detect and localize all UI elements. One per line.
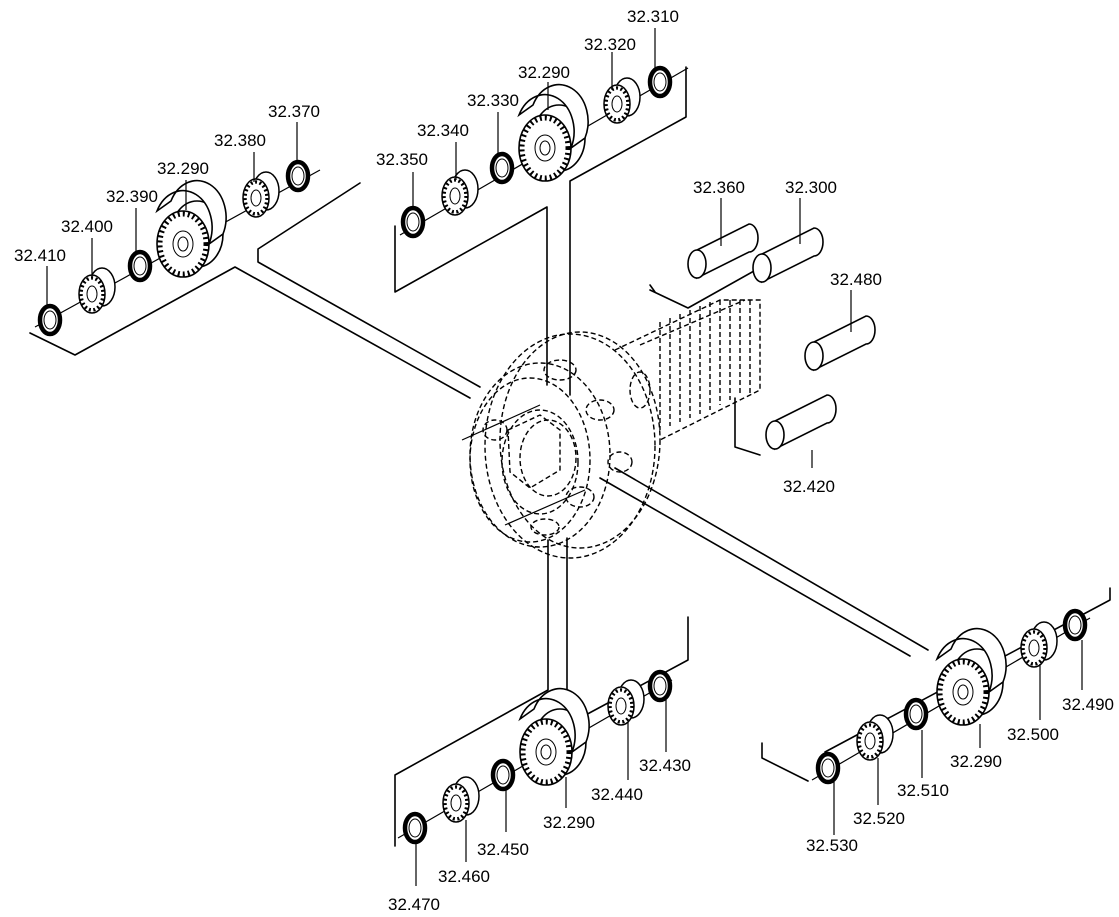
planet-gear-32-290-bottom <box>520 689 589 785</box>
needle-bearing-32-340 <box>440 168 480 217</box>
label-32-470: 32.470 <box>388 895 440 914</box>
label-32-410: 32.410 <box>14 246 66 265</box>
label-32-300: 32.300 <box>785 178 837 197</box>
retaining-ring-32-350 <box>403 208 423 236</box>
retaining-ring-32-370 <box>288 162 308 190</box>
label-32-460: 32.460 <box>438 867 490 886</box>
retaining-ring-32-310 <box>650 68 670 96</box>
planet-pins <box>687 223 876 450</box>
needle-bearing-32-320 <box>602 76 642 125</box>
needle-bearing-32-520 <box>855 713 895 762</box>
bottom-planet-assembly <box>405 672 670 842</box>
planet-gear-32-290-top <box>519 85 588 181</box>
label-32-510: 32.510 <box>897 781 949 800</box>
planet-pin-32-480 <box>804 315 876 371</box>
needle-bearing-32-500 <box>1019 620 1059 669</box>
needle-bearing-32-380 <box>241 170 281 219</box>
label-32-390: 32.390 <box>106 187 158 206</box>
label-32-330: 32.330 <box>467 91 519 110</box>
planet-gear-32-290-left <box>157 181 226 277</box>
label-32-320: 32.320 <box>584 35 636 54</box>
planet-carrier-hub <box>469 299 761 559</box>
label-32-480: 32.480 <box>830 270 882 289</box>
label-32-310: 32.310 <box>627 7 679 26</box>
label-32-500: 32.500 <box>1007 725 1059 744</box>
label-32-420: 32.420 <box>783 477 835 496</box>
label-32-370: 32.370 <box>268 102 320 121</box>
thrust-washer-32-510 <box>906 700 926 728</box>
top-planet-assembly <box>403 68 670 236</box>
thrust-washer-32-390 <box>130 252 150 280</box>
label-32-350: 32.350 <box>376 150 428 169</box>
part-labels: 32.310 32.320 32.290 32.330 32.340 32.35… <box>14 7 1114 914</box>
label-32-450: 32.450 <box>477 840 529 859</box>
needle-bearing-32-400 <box>77 266 117 315</box>
needle-bearing-32-440 <box>606 678 646 727</box>
label-32-290-bottom: 32.290 <box>543 813 595 832</box>
label-32-440: 32.440 <box>591 785 643 804</box>
retaining-ring-32-490 <box>1065 611 1085 639</box>
planet-pin-32-360 <box>687 223 759 279</box>
thrust-washer-32-450 <box>493 761 513 789</box>
label-32-430: 32.430 <box>639 756 691 775</box>
label-32-290-right: 32.290 <box>950 752 1002 771</box>
leader-lines <box>46 28 1083 886</box>
planet-gear-32-290-right <box>937 629 1006 725</box>
planet-pin-32-420 <box>765 394 837 450</box>
retaining-ring-32-430 <box>650 672 670 700</box>
label-32-380: 32.380 <box>214 131 266 150</box>
label-32-490: 32.490 <box>1062 695 1114 714</box>
thrust-washer-32-330 <box>492 154 512 182</box>
planet-pin-32-300 <box>752 227 824 283</box>
label-32-400: 32.400 <box>61 217 113 236</box>
retaining-ring-32-530 <box>818 754 838 782</box>
label-32-290-top: 32.290 <box>518 63 570 82</box>
retaining-ring-32-470 <box>405 814 425 842</box>
label-32-520: 32.520 <box>853 809 905 828</box>
left-planet-assembly <box>40 162 308 334</box>
retaining-ring-32-410 <box>40 306 60 334</box>
label-32-360: 32.360 <box>693 178 745 197</box>
label-32-290-left: 32.290 <box>157 159 209 178</box>
label-32-340: 32.340 <box>417 121 469 140</box>
needle-bearing-32-460 <box>441 775 481 824</box>
label-32-530: 32.530 <box>806 836 858 855</box>
